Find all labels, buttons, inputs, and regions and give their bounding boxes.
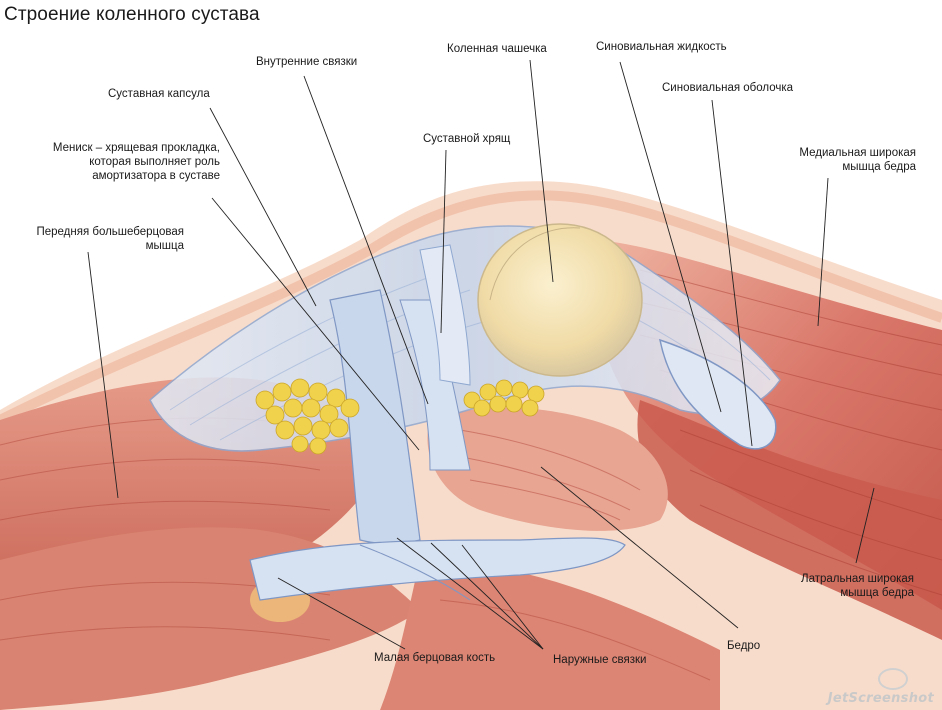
leader-sustavnaya-kapsula (209, 107, 317, 307)
femur-region (427, 407, 668, 531)
leader-naruzhnye-2 (430, 542, 544, 650)
leader-kolennaya-chashechka (529, 59, 554, 283)
label-lateralnaya-line1: Латральная широкая (801, 573, 914, 585)
label-medialnaya-line1: Медиальная широкая (799, 147, 916, 159)
label-lateralnaya: Латральная широкая мышца бедра (790, 572, 914, 600)
leader-vnutrennie-svyazki (303, 75, 429, 405)
leader-perednyaya (87, 251, 119, 499)
label-medialnaya-line2: мышца бедра (842, 161, 916, 173)
label-sinovialnaya-obolochka: Синовиальная оболочка (662, 82, 794, 94)
leader-naruzhnye-3 (461, 544, 544, 650)
label-perednyaya-line1: Передняя большеберцовая (36, 226, 184, 238)
diagram-title: Строение коленного сустава (4, 4, 260, 25)
leader-lateralnaya (855, 487, 875, 564)
label-sustavnoy-hryashch: Суставной хрящ (423, 133, 511, 145)
patella (477, 223, 643, 377)
fat-pads (255, 378, 545, 455)
leader-malaya-bertsovaya (277, 577, 406, 650)
watermark-logo-icon (878, 668, 908, 690)
label-vnutrennie-svyazki: Внутренние связки (256, 56, 358, 68)
label-bedro: Бедро (727, 640, 761, 652)
leader-sustavnoy-hryashch (440, 149, 447, 334)
leader-sinovialnaya-obolochka (711, 99, 753, 447)
label-sustavnaya-kapsula: Суставная капсула (108, 88, 210, 100)
label-kolennaya-chashechka: Коленная чашечка (447, 43, 547, 55)
label-menisk-line2: которая выполняет роль (89, 156, 220, 168)
label-menisk-line3: амортизатора в суставе (92, 170, 220, 182)
watermark: JetScreenshot (827, 691, 934, 706)
label-perednyaya: Передняя большеберцовая мышца (24, 225, 184, 253)
leader-naruzhnye-1 (396, 537, 544, 650)
leader-medialnaya (817, 177, 829, 327)
label-sinovialnaya-zhidkost: Синовиальная жидкость (596, 41, 727, 53)
label-lateralnaya-line2: мышца бедра (840, 587, 914, 599)
leader-bedro (540, 466, 739, 629)
leader-lines (87, 59, 875, 650)
label-naruzhnye-svyazki: Наружные связки (553, 654, 647, 666)
label-perednyaya-line2: мышца (145, 240, 184, 252)
label-menisk-line1: Мениск – хрящевая прокладка, (52, 142, 220, 154)
leader-sinovialnaya-zhidkost (619, 61, 722, 413)
label-menisk: Мениск – хрящевая прокладка, которая вып… (40, 141, 220, 183)
label-malaya-bertsovaya: Малая берцовая кость (374, 652, 496, 664)
label-medialnaya: Медиальная широкая мышца бедра (780, 146, 916, 174)
leader-menisk (211, 197, 420, 451)
